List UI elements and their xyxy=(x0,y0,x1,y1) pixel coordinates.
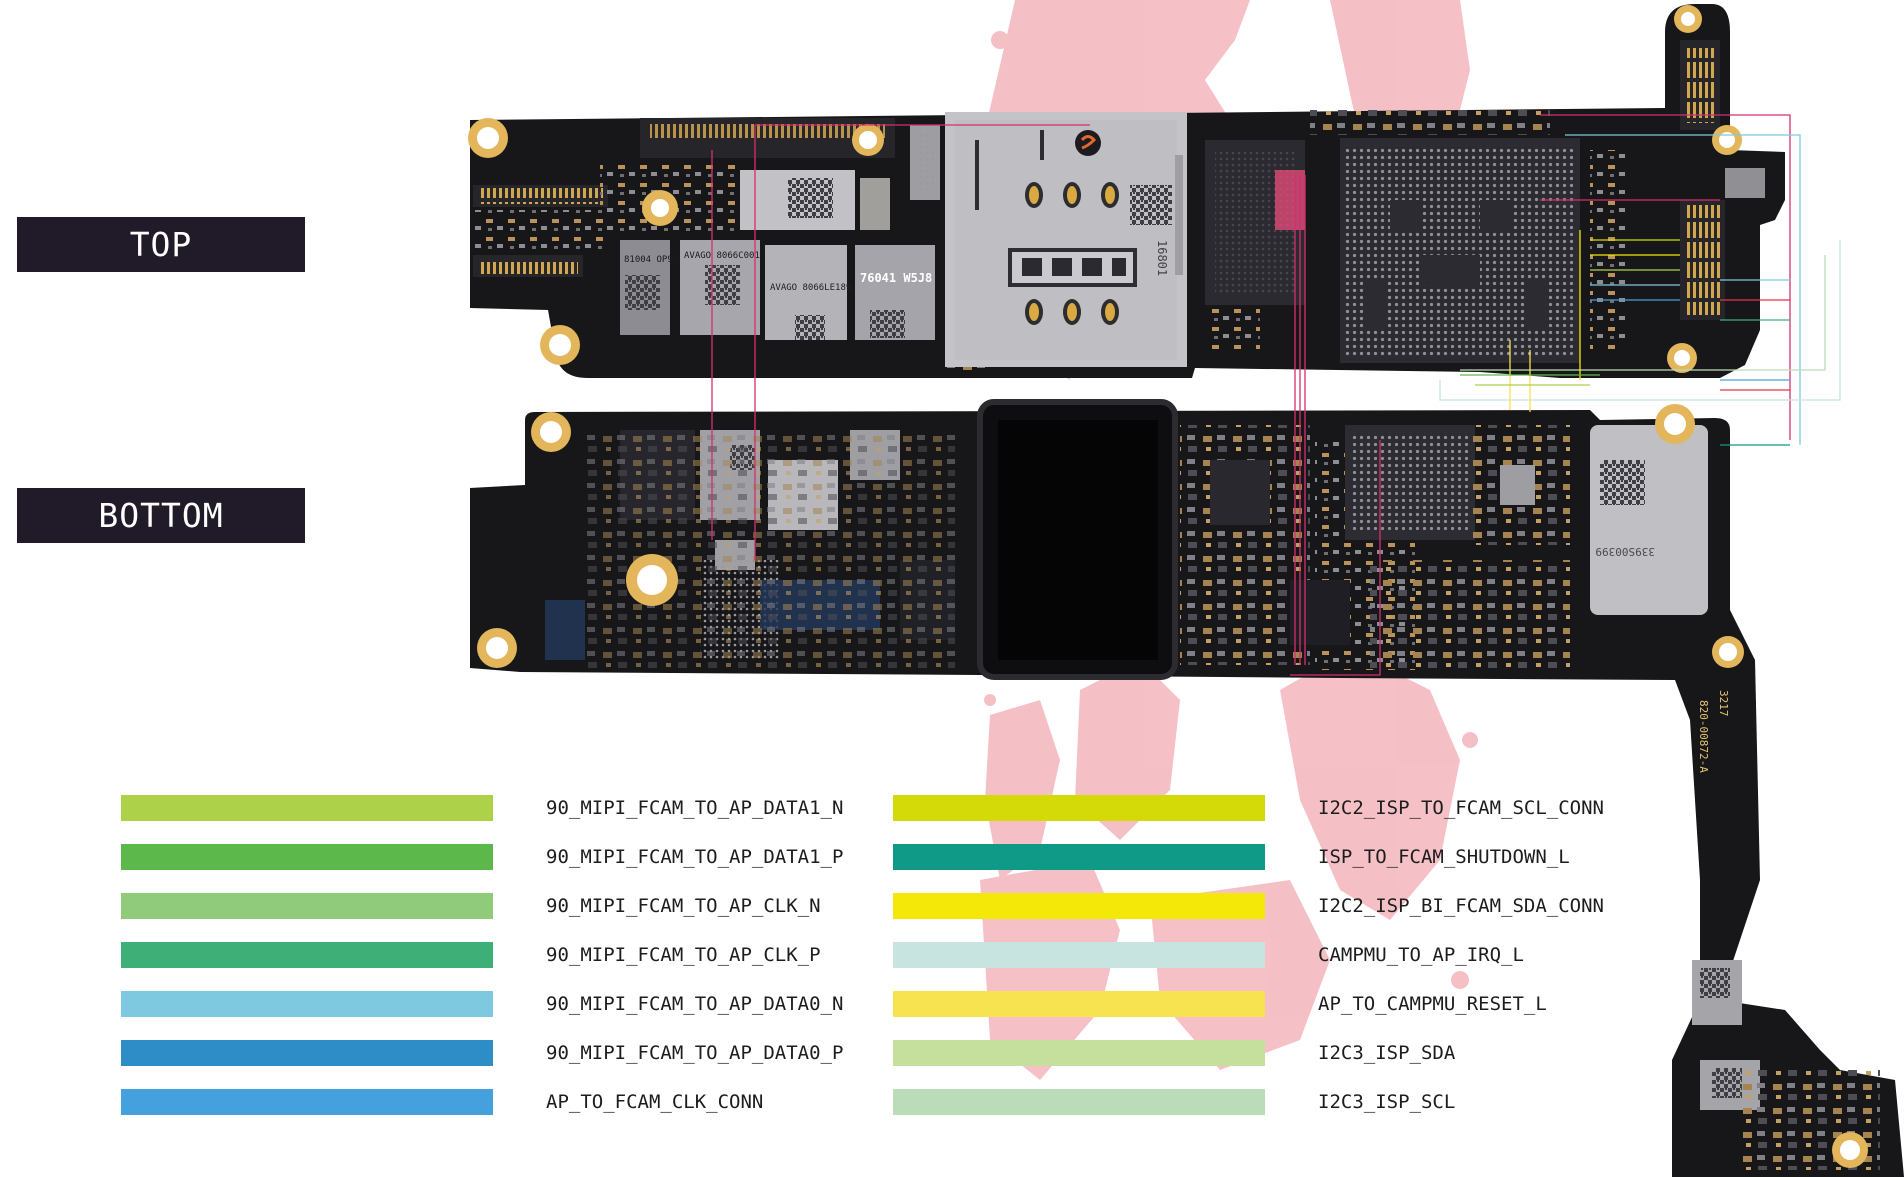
top-side-label: TOP xyxy=(17,217,305,272)
chip-marking-1: 81004 OP9R xyxy=(624,255,679,265)
chip-marking-3: AVAGO 8066LE189 725 KA xyxy=(770,283,890,293)
chip-marking-8: 3217 xyxy=(1717,690,1730,717)
top-board: 81004 OP9R AVAGO 8066C0017 726 KA AVAGO … xyxy=(468,4,1785,378)
bottom-side-label: BOTTOM xyxy=(17,488,305,543)
signal-traces xyxy=(711,114,1841,676)
chip-marking-5: 16801 xyxy=(1155,240,1169,276)
chip-marking-2: AVAGO 8066C0017 726 KA xyxy=(684,251,804,261)
chip-marking-4: 76041 W5J8 xyxy=(860,271,932,285)
chip-marking-7: 820-00872-A xyxy=(1697,700,1710,773)
bottom-board: 339S00399 820-00872-A 3217 xyxy=(470,399,1904,1177)
chip-marking-6: 339S00399 xyxy=(1595,545,1655,558)
